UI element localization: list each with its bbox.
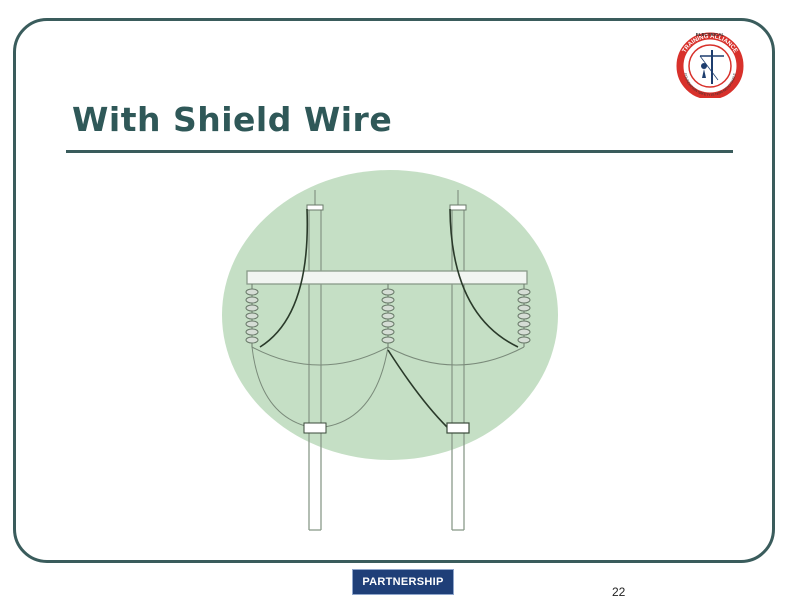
left-insulator	[245, 284, 259, 347]
conductor-lines	[251, 346, 525, 429]
right-ground-clamp	[446, 422, 470, 434]
svg-text:ELECTRICAL: ELECTRICAL	[696, 32, 725, 37]
right-pole	[451, 190, 465, 531]
center-insulator	[381, 284, 395, 347]
crossarm	[246, 270, 528, 285]
right-insulator	[517, 284, 531, 347]
shield-wires	[259, 208, 519, 428]
slide-title: With Shield Wire	[72, 100, 393, 139]
shield-wire-pole-diagram	[215, 165, 565, 535]
title-divider	[66, 150, 733, 153]
slide-frame	[13, 18, 775, 563]
left-ground-clamp	[303, 422, 327, 434]
electrical-training-seal-icon: TRAINING ALLIANCE ELECTRICAL FOUNDATION …	[672, 30, 748, 100]
page-number: 22	[612, 585, 626, 599]
left-pole	[308, 190, 322, 531]
partnership-logo: PARTNERSHIP	[352, 569, 454, 595]
left-shield-clamp	[306, 204, 324, 211]
right-shield-clamp	[449, 204, 467, 211]
